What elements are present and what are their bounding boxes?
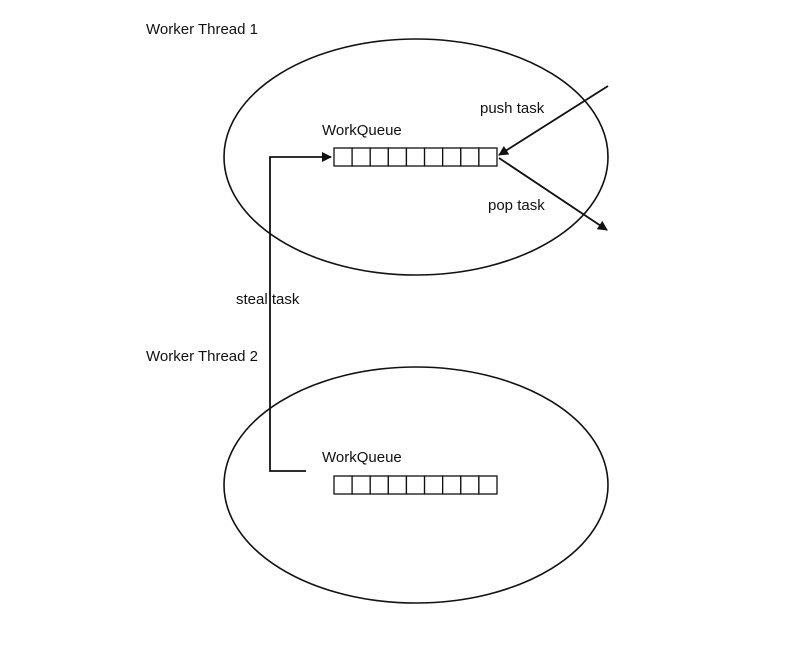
workqueue-1-label: WorkQueue <box>322 122 402 139</box>
workqueue-2-label: WorkQueue <box>322 449 402 466</box>
push-task-label: push task <box>480 100 545 117</box>
workqueue-2-slot <box>351 475 371 495</box>
workqueue-2-slot <box>387 475 408 495</box>
workqueue-2-slot <box>442 475 462 495</box>
pop-task-label: pop task <box>488 197 545 214</box>
workqueue-1 <box>333 147 498 167</box>
worker-thread-1: Worker Thread 1 WorkQueue <box>146 21 609 276</box>
workqueue-2-slot <box>405 475 426 495</box>
push-task-edge: push task <box>480 85 609 156</box>
pop-task-arrow <box>498 157 608 231</box>
workqueue-1-slot <box>460 147 480 167</box>
workqueue-1-slot <box>478 147 498 167</box>
steal-task-edge: steal task <box>236 152 332 472</box>
worker-thread-1-title: Worker Thread 1 <box>146 21 258 38</box>
workqueue-2-slot <box>369 475 389 495</box>
workqueue-1-slot <box>351 147 371 167</box>
workqueue-1-slot <box>333 147 353 167</box>
workqueue-1-slot <box>423 147 444 167</box>
steal-task-arrow <box>269 152 332 472</box>
workqueue-1-slot <box>405 147 426 167</box>
workqueue-1-slot <box>442 147 462 167</box>
workqueue-2-slot <box>333 475 353 495</box>
worker-thread-1-boundary <box>223 38 609 276</box>
push-task-arrow <box>498 85 609 156</box>
workqueue-1-slot <box>387 147 408 167</box>
worker-thread-2: Worker Thread 2 WorkQueue <box>146 348 609 604</box>
workqueue-2 <box>333 475 498 495</box>
steal-task-label: steal task <box>236 291 300 308</box>
worker-thread-2-title: Worker Thread 2 <box>146 348 258 365</box>
workqueue-2-slot <box>460 475 480 495</box>
worker-thread-2-boundary <box>223 366 609 604</box>
workqueue-2-slot <box>478 475 498 495</box>
workqueue-2-slot <box>423 475 444 495</box>
workqueue-1-slot <box>369 147 389 167</box>
pop-task-edge: pop task <box>488 157 608 231</box>
